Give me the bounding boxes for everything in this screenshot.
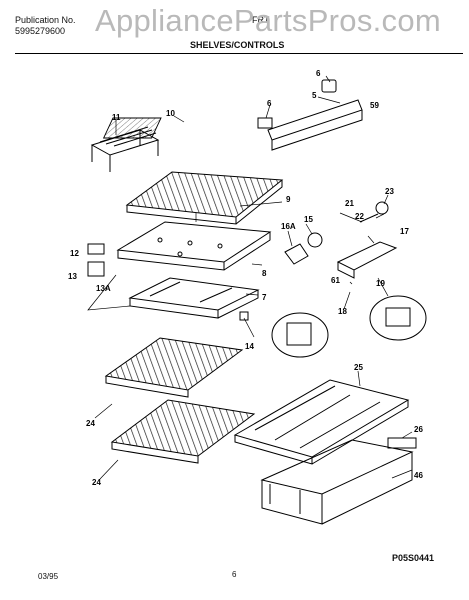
top-shelf-part xyxy=(125,171,284,225)
thermostat-part xyxy=(284,232,323,265)
light-switch-detail xyxy=(385,307,411,327)
control-rail-part xyxy=(267,99,363,151)
callout-label: 10 xyxy=(166,109,175,118)
callout-label: 61 xyxy=(331,276,340,285)
section-title: SHELVES/CONTROLS xyxy=(190,40,285,50)
callout-label: 12 xyxy=(70,249,79,258)
switch-housing-detail xyxy=(286,322,312,346)
callout-label: 14 xyxy=(245,342,254,351)
callout-label: 13 xyxy=(68,272,77,281)
callout-label: 22 xyxy=(355,212,364,221)
callout-label: 24 xyxy=(86,419,95,428)
bracket-part xyxy=(257,117,273,129)
sensor-lead-part xyxy=(359,213,379,223)
crisper-cover-frame-part xyxy=(116,221,272,271)
watermark: AppliancePartsPros.com xyxy=(95,3,442,38)
header-rule xyxy=(15,53,463,54)
control-housing-part xyxy=(336,241,398,279)
crisper-cover-frame-bar xyxy=(387,437,417,449)
callout-label: 26 xyxy=(414,425,423,434)
callout-label: 11 xyxy=(112,113,121,122)
wire-shelf-lower xyxy=(110,399,256,464)
detail-inset-right xyxy=(369,295,427,341)
shelf-clip-lower xyxy=(87,261,105,277)
callout-label: 18 xyxy=(338,307,347,316)
callout-label: 59 xyxy=(370,101,379,110)
wire-shelf-upper xyxy=(104,337,244,398)
callout-label: 13A xyxy=(96,284,111,293)
callout-label: 6 xyxy=(267,99,272,108)
callout-label: 21 xyxy=(345,199,354,208)
bulb-part xyxy=(375,201,389,215)
callout-label: 6 xyxy=(316,69,321,78)
callout-label: 46 xyxy=(414,471,423,480)
callout-label: 8 xyxy=(262,269,267,278)
detail-inset-left xyxy=(271,312,329,358)
callout-label: 5 xyxy=(312,91,317,100)
page-number: 6 xyxy=(232,570,237,579)
callout-label: 23 xyxy=(385,187,394,196)
callout-label: 25 xyxy=(354,363,363,372)
knob-part xyxy=(321,79,337,93)
callout-label: 19 xyxy=(376,279,385,288)
glass-insert-part xyxy=(128,277,260,319)
crisper-cover-glass-part xyxy=(233,379,410,465)
model-number: FRT xyxy=(252,15,270,25)
callout-label: 17 xyxy=(400,227,409,236)
footer-date: 03/95 xyxy=(38,572,59,581)
crisper-pan-part xyxy=(260,439,414,525)
callout-label: 16A xyxy=(281,222,296,231)
callout-label: 9 xyxy=(286,195,291,204)
small-switch-part xyxy=(239,311,249,321)
shelf-clips-part xyxy=(102,117,162,139)
drawing-code: P05S0441 xyxy=(392,553,435,563)
shelf-clip-upper xyxy=(87,243,105,255)
callout-label: 24 xyxy=(92,478,101,487)
callout-label: 15 xyxy=(304,215,313,224)
publication-label: Publication No. xyxy=(15,15,76,25)
callout-label: 7 xyxy=(262,293,267,302)
publication-number: 5995279600 xyxy=(15,26,66,36)
